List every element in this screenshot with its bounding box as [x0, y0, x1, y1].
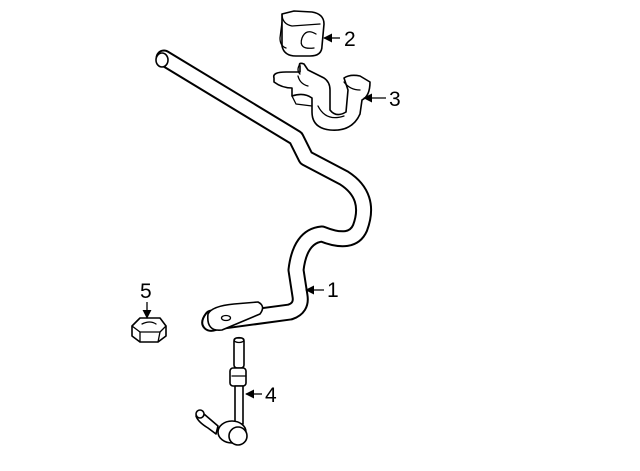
stabilizer-link: [195, 336, 248, 446]
callout-4: 4: [265, 384, 277, 407]
bushing-bracket: [272, 62, 371, 131]
callout-2: 2: [344, 28, 356, 51]
stabilizer-bushing: [279, 10, 325, 57]
callout-1: 1: [327, 279, 339, 302]
nut: [131, 317, 167, 343]
callout-5: 5: [140, 280, 152, 303]
callout-3: 3: [389, 88, 401, 111]
stabilizer-bar: [155, 49, 372, 332]
